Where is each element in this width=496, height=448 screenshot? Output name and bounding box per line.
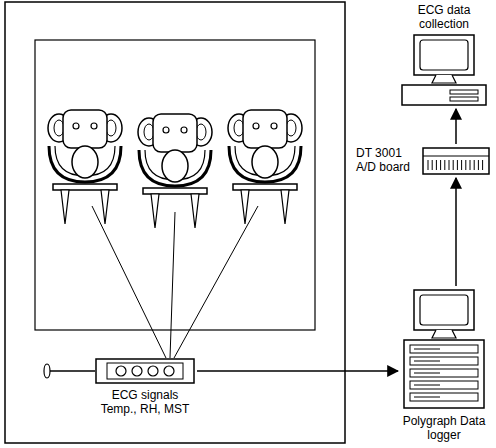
node-label: DT 3001 A/D board bbox=[356, 146, 418, 174]
computer-workstation: ECG data collection bbox=[400, 3, 488, 107]
signal-arrow bbox=[197, 370, 398, 372]
board-icon bbox=[422, 146, 490, 176]
device-icon bbox=[95, 358, 195, 384]
signal-arrow bbox=[455, 109, 457, 144]
electrode-leads bbox=[92, 206, 258, 358]
monitor-icon bbox=[400, 33, 488, 107]
ad-board: DT 3001 A/D board bbox=[356, 146, 490, 176]
cable-port bbox=[44, 364, 50, 378]
node-label: Polygraph Data logger bbox=[400, 414, 488, 442]
animal-figure bbox=[228, 110, 302, 224]
computer-icon bbox=[400, 288, 488, 410]
node-label: ECG signals Temp., RH, MST bbox=[95, 388, 195, 416]
junction-box: ECG signals Temp., RH, MST bbox=[95, 358, 195, 416]
sensor-cable bbox=[50, 370, 95, 372]
animal-figure bbox=[138, 114, 212, 228]
animal-figure bbox=[48, 110, 122, 224]
signal-arrow bbox=[455, 178, 457, 286]
computer-workstation: Polygraph Data logger bbox=[400, 288, 488, 442]
node-label: ECG data collection bbox=[400, 3, 488, 31]
chamber-wall bbox=[5, 2, 345, 443]
pen-enclosure bbox=[35, 40, 315, 330]
